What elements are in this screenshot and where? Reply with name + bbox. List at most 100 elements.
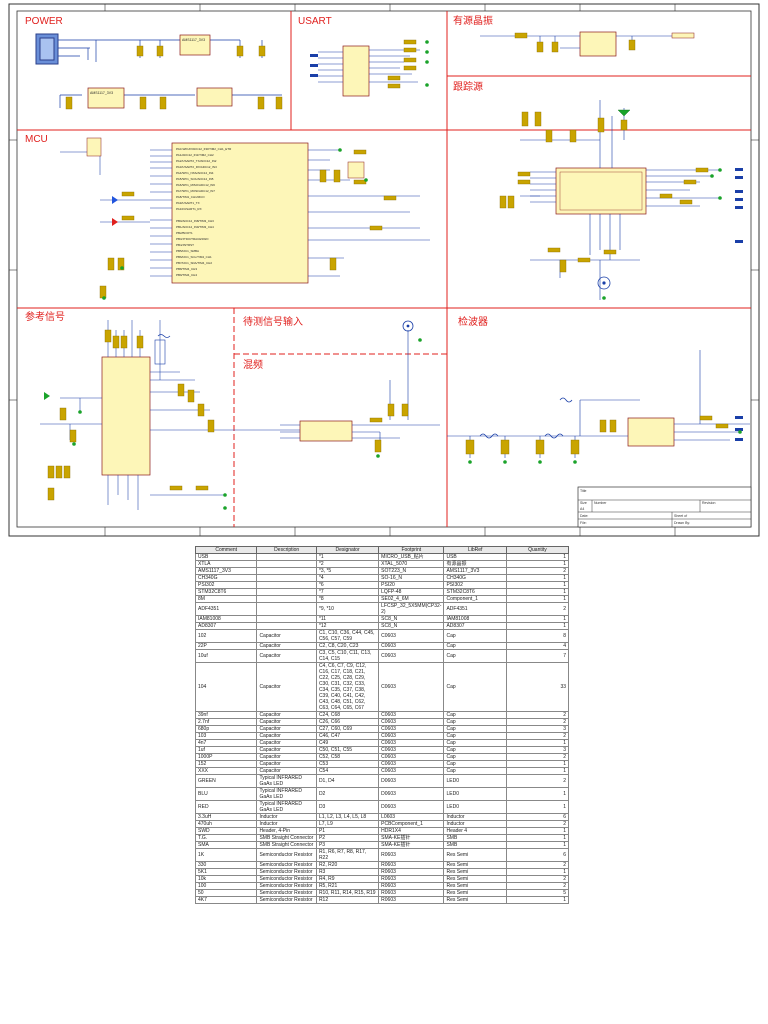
bom-cell-description — [256, 574, 317, 582]
bom-cell-footprint: C0603 — [378, 662, 445, 712]
bom-cell-quantity: 1 — [505, 787, 570, 801]
mixer-chip — [299, 420, 353, 442]
svg-text:PB3/JTDO/TRACESWO: PB3/JTDO/TRACESWO — [176, 237, 209, 241]
bom-cell-description: Capacitor — [256, 662, 317, 712]
bom-cell-description — [256, 615, 317, 623]
file-label: File: — [580, 521, 587, 525]
bom-cell-designator: D2 — [315, 787, 380, 801]
bom-cell-footprint: XTAL_5070 — [378, 560, 445, 568]
bom-cell-footprint: SC8_N — [378, 615, 445, 623]
bom-cell-libref: Res Semi — [443, 848, 507, 862]
svg-text:PA9/USART1_TX: PA9/USART1_TX — [176, 201, 200, 205]
bom-cell-footprint: HDR1X4 — [378, 827, 445, 835]
bom-cell-designator: C24, C68 — [315, 711, 380, 719]
bom-cell-libref: Cap — [443, 649, 507, 663]
bom-cell-description: Capacitor — [256, 718, 317, 726]
bom-cell-footprint: R0603 — [378, 861, 445, 869]
bom-header-quantity: Quantity — [505, 546, 570, 554]
bom-cell-quantity: 1 — [505, 767, 570, 775]
bom-cell-designator: *6 — [315, 581, 380, 589]
bom-cell-quantity: 6 — [505, 813, 570, 821]
svg-text:PB8/TIM4_CH3: PB8/TIM4_CH3 — [176, 267, 197, 271]
bom-cell-designator: L7, L9 — [315, 820, 380, 828]
section-title-power: POWER — [25, 16, 63, 27]
bom-cell-description: Semiconductor Resistor — [256, 889, 317, 897]
bom-cell-libref: Cap — [443, 760, 507, 768]
bom-cell-description — [256, 567, 317, 575]
bom-cell-designator: C2, C8, C20, C23 — [315, 642, 380, 650]
bom-cell-comment: 330 — [194, 861, 258, 869]
section-title-usart: USART — [298, 16, 332, 27]
bom-cell-designator: *1 — [315, 553, 380, 561]
bom-cell-description: Typical INFRARED GaAs LED — [256, 787, 317, 801]
bom-cell-libref: Res Semi — [443, 896, 507, 904]
bom-cell-quantity: 2 — [505, 753, 570, 761]
bom-cell-libref: Component_1 — [443, 595, 507, 603]
svg-text:PA10/USART1_RX: PA10/USART1_RX — [176, 207, 202, 211]
bom-cell-comment: USB — [194, 553, 258, 561]
bom-cell-designator: C54 — [315, 767, 380, 775]
bom-cell-libref: Cap — [443, 746, 507, 754]
bom-cell-libref: USB — [443, 553, 507, 561]
revision-label: Revision — [702, 501, 715, 505]
svg-text:PA6/SPI1_MISO/ADC12_IN6: PA6/SPI1_MISO/ADC12_IN6 — [176, 183, 215, 187]
bom-cell-quantity: 1 — [505, 868, 570, 876]
bom-cell-libref: AD8307 — [443, 622, 507, 630]
bom-cell-designator: C3, C5, C10, C11, C13, C14, C15 — [315, 649, 380, 663]
bom-cell-comment: 1K — [194, 848, 258, 862]
bom-cell-designator: C4, C6, C7, C9, C12, C16, C17, C18, C21,… — [315, 662, 380, 712]
bom-cell-description: Capacitor — [256, 739, 317, 747]
bom-cell-footprint: SO-16_N — [378, 574, 445, 582]
led-blue-icon — [112, 196, 118, 204]
bom-cell-description: Capacitor — [256, 649, 317, 663]
bom-cell-description: SMB Straight Connector — [256, 834, 317, 842]
bom-cell-libref: IAM81008 — [443, 615, 507, 623]
bom-cell-footprint: D0603 — [378, 787, 445, 801]
bom-cell-quantity: 2 — [505, 774, 570, 788]
bom-cell-quantity: 5 — [505, 889, 570, 897]
mixer-circuit — [280, 320, 440, 458]
bom-cell-designator: P3 — [315, 841, 380, 849]
bom-cell-footprint: SOT223_N — [378, 567, 445, 575]
bom-cell-footprint: MICRO_USB_贴片 — [378, 553, 445, 561]
led-green-ref-icon — [44, 392, 50, 400]
bom-cell-quantity: 1 — [505, 581, 570, 589]
size-value: A4 — [580, 507, 584, 511]
bom-cell-description: Capacitor — [256, 753, 317, 761]
bom-header-description: Description — [256, 546, 317, 554]
bom-cell-footprint: R0603 — [378, 875, 445, 883]
bom-cell-libref: AMS1117_3V3 — [443, 567, 507, 575]
bom-cell-description: Semiconductor Resistor — [256, 868, 317, 876]
bom-cell-footprint: LFCSP_32_5X5MM(CP32-2) — [378, 602, 445, 616]
bom-cell-comment: 680p — [194, 725, 258, 733]
bom-cell-comment: 1000P — [194, 753, 258, 761]
bom-cell-quantity: 2 — [505, 861, 570, 869]
section-title-input: 待测信号输入 — [243, 315, 303, 328]
bom-cell-footprint: D0603 — [378, 800, 445, 814]
bom-cell-libref: CH340G — [443, 574, 507, 582]
bom-cell-libref: Res Semi — [443, 875, 507, 883]
bom-cell-quantity: 1 — [505, 800, 570, 814]
bom-cell-designator: C50, C51, C55 — [315, 746, 380, 754]
svg-text:PA5/SPI1_SCK/ADC12_IN5: PA5/SPI1_SCK/ADC12_IN5 — [176, 177, 214, 181]
bom-cell-description: Inductor — [256, 813, 317, 821]
bom-cell-comment: 3.3uH — [194, 813, 258, 821]
bom-cell-quantity: 2 — [505, 718, 570, 726]
bom-cell-quantity: 1 — [505, 560, 570, 568]
bom-cell-libref: Res Semi — [443, 868, 507, 876]
bom-header-comment: Comment — [194, 546, 258, 554]
bom-cell-comment: CH340G — [194, 574, 258, 582]
bom-cell-libref: 有源晶振 — [443, 560, 507, 568]
bom-cell-quantity: 2 — [505, 567, 570, 575]
bom-cell-footprint: C0603 — [378, 767, 445, 775]
bom-cell-designator: D1, D4 — [315, 774, 380, 788]
svg-text:PA2/USART2_TX/ADC12_IN2: PA2/USART2_TX/ADC12_IN2 — [176, 159, 217, 163]
bom-header-libref: LibRef — [443, 546, 507, 554]
